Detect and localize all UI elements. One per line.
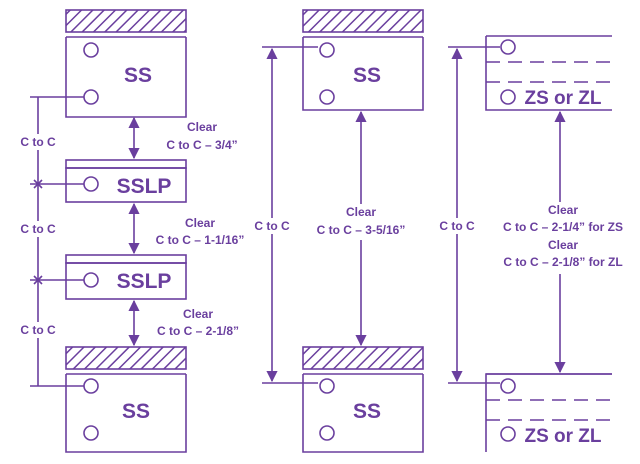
- hole-icon: [319, 89, 335, 105]
- left-clear-1-title: Clear: [187, 120, 217, 134]
- left-top-block-label: SS: [124, 64, 152, 87]
- plate-body: [65, 167, 187, 203]
- left-clear-1-value: C to C – 3/4”: [166, 138, 237, 152]
- hole-icon: [500, 89, 516, 105]
- tick-mark: [33, 275, 43, 285]
- hatch-bar: [302, 9, 424, 33]
- right-clear-zl-title: Clear: [548, 238, 578, 252]
- left-sslp-plate-1: [65, 159, 187, 203]
- right-top-block-label: ZS or ZL: [524, 88, 601, 109]
- middle-bottom-ss-block: [302, 346, 424, 453]
- right-top-zs-zl-block: [485, 35, 612, 111]
- middle-c-to-c-dimension: [262, 46, 318, 384]
- middle-c-to-c-label: C to C: [254, 219, 290, 233]
- hole-icon: [500, 378, 516, 394]
- right-bottom-block-label: ZS or ZL: [524, 426, 601, 447]
- middle-top-ss-block: [302, 9, 424, 111]
- right-c-to-c-label: C to C: [439, 219, 475, 233]
- hole-icon: [319, 42, 335, 58]
- left-clear-3-value: C to C – 2-1/8”: [157, 324, 239, 338]
- hole-icon: [500, 426, 516, 442]
- hole-icon: [83, 176, 99, 192]
- right-clear-zs-value: C to C – 2-1/4” for ZS: [503, 220, 623, 234]
- block-outline: [65, 37, 187, 118]
- block-outline: [302, 37, 424, 111]
- block-outline: [302, 374, 424, 453]
- right-clear-zl-value: C to C – 2-1/8” for ZL: [503, 255, 622, 269]
- left-plate-2-label: SSLP: [117, 270, 172, 293]
- left-bottom-ss-block: [65, 346, 187, 453]
- left-clear-3-title: Clear: [183, 307, 213, 321]
- hatch-bar: [302, 346, 424, 370]
- hole-icon: [83, 42, 99, 58]
- block-outline: [485, 36, 612, 111]
- left-sslp-plate-2: [65, 254, 187, 300]
- plate-top-rail: [65, 254, 187, 264]
- left-clear-2-title: Clear: [185, 216, 215, 230]
- left-clear-2-value: C to C – 1-1/16”: [156, 233, 245, 247]
- left-bottom-block-label: SS: [122, 400, 150, 423]
- right-clear-zs-title: Clear: [548, 203, 578, 217]
- hole-icon: [319, 378, 335, 394]
- middle-bottom-block-label: SS: [353, 400, 381, 423]
- middle-clear-value: C to C – 3-5/16”: [317, 223, 406, 237]
- hole-icon: [83, 272, 99, 288]
- tick-mark: [33, 179, 43, 189]
- left-c-to-c-label-1: C to C: [20, 135, 56, 149]
- left-c-to-c-label-2: C to C: [20, 222, 56, 236]
- hole-icon: [83, 425, 99, 441]
- middle-clear-title: Clear: [346, 205, 376, 219]
- right-bottom-zs-zl-block: [485, 373, 612, 452]
- hole-icon: [83, 89, 99, 105]
- plate-body: [65, 262, 187, 300]
- hatch-bar: [65, 9, 187, 33]
- right-c-to-c-dimension: [448, 46, 500, 384]
- plate-top-rail: [65, 159, 187, 169]
- middle-top-block-label: SS: [353, 64, 381, 87]
- hole-icon: [500, 39, 516, 55]
- left-plate-1-label: SSLP: [117, 175, 172, 198]
- left-top-ss-block: [65, 9, 187, 118]
- hatch-bar: [65, 346, 187, 370]
- hole-icon: [83, 378, 99, 394]
- hole-icon: [319, 425, 335, 441]
- block-outline: [65, 374, 187, 453]
- left-c-to-c-label-3: C to C: [20, 323, 56, 337]
